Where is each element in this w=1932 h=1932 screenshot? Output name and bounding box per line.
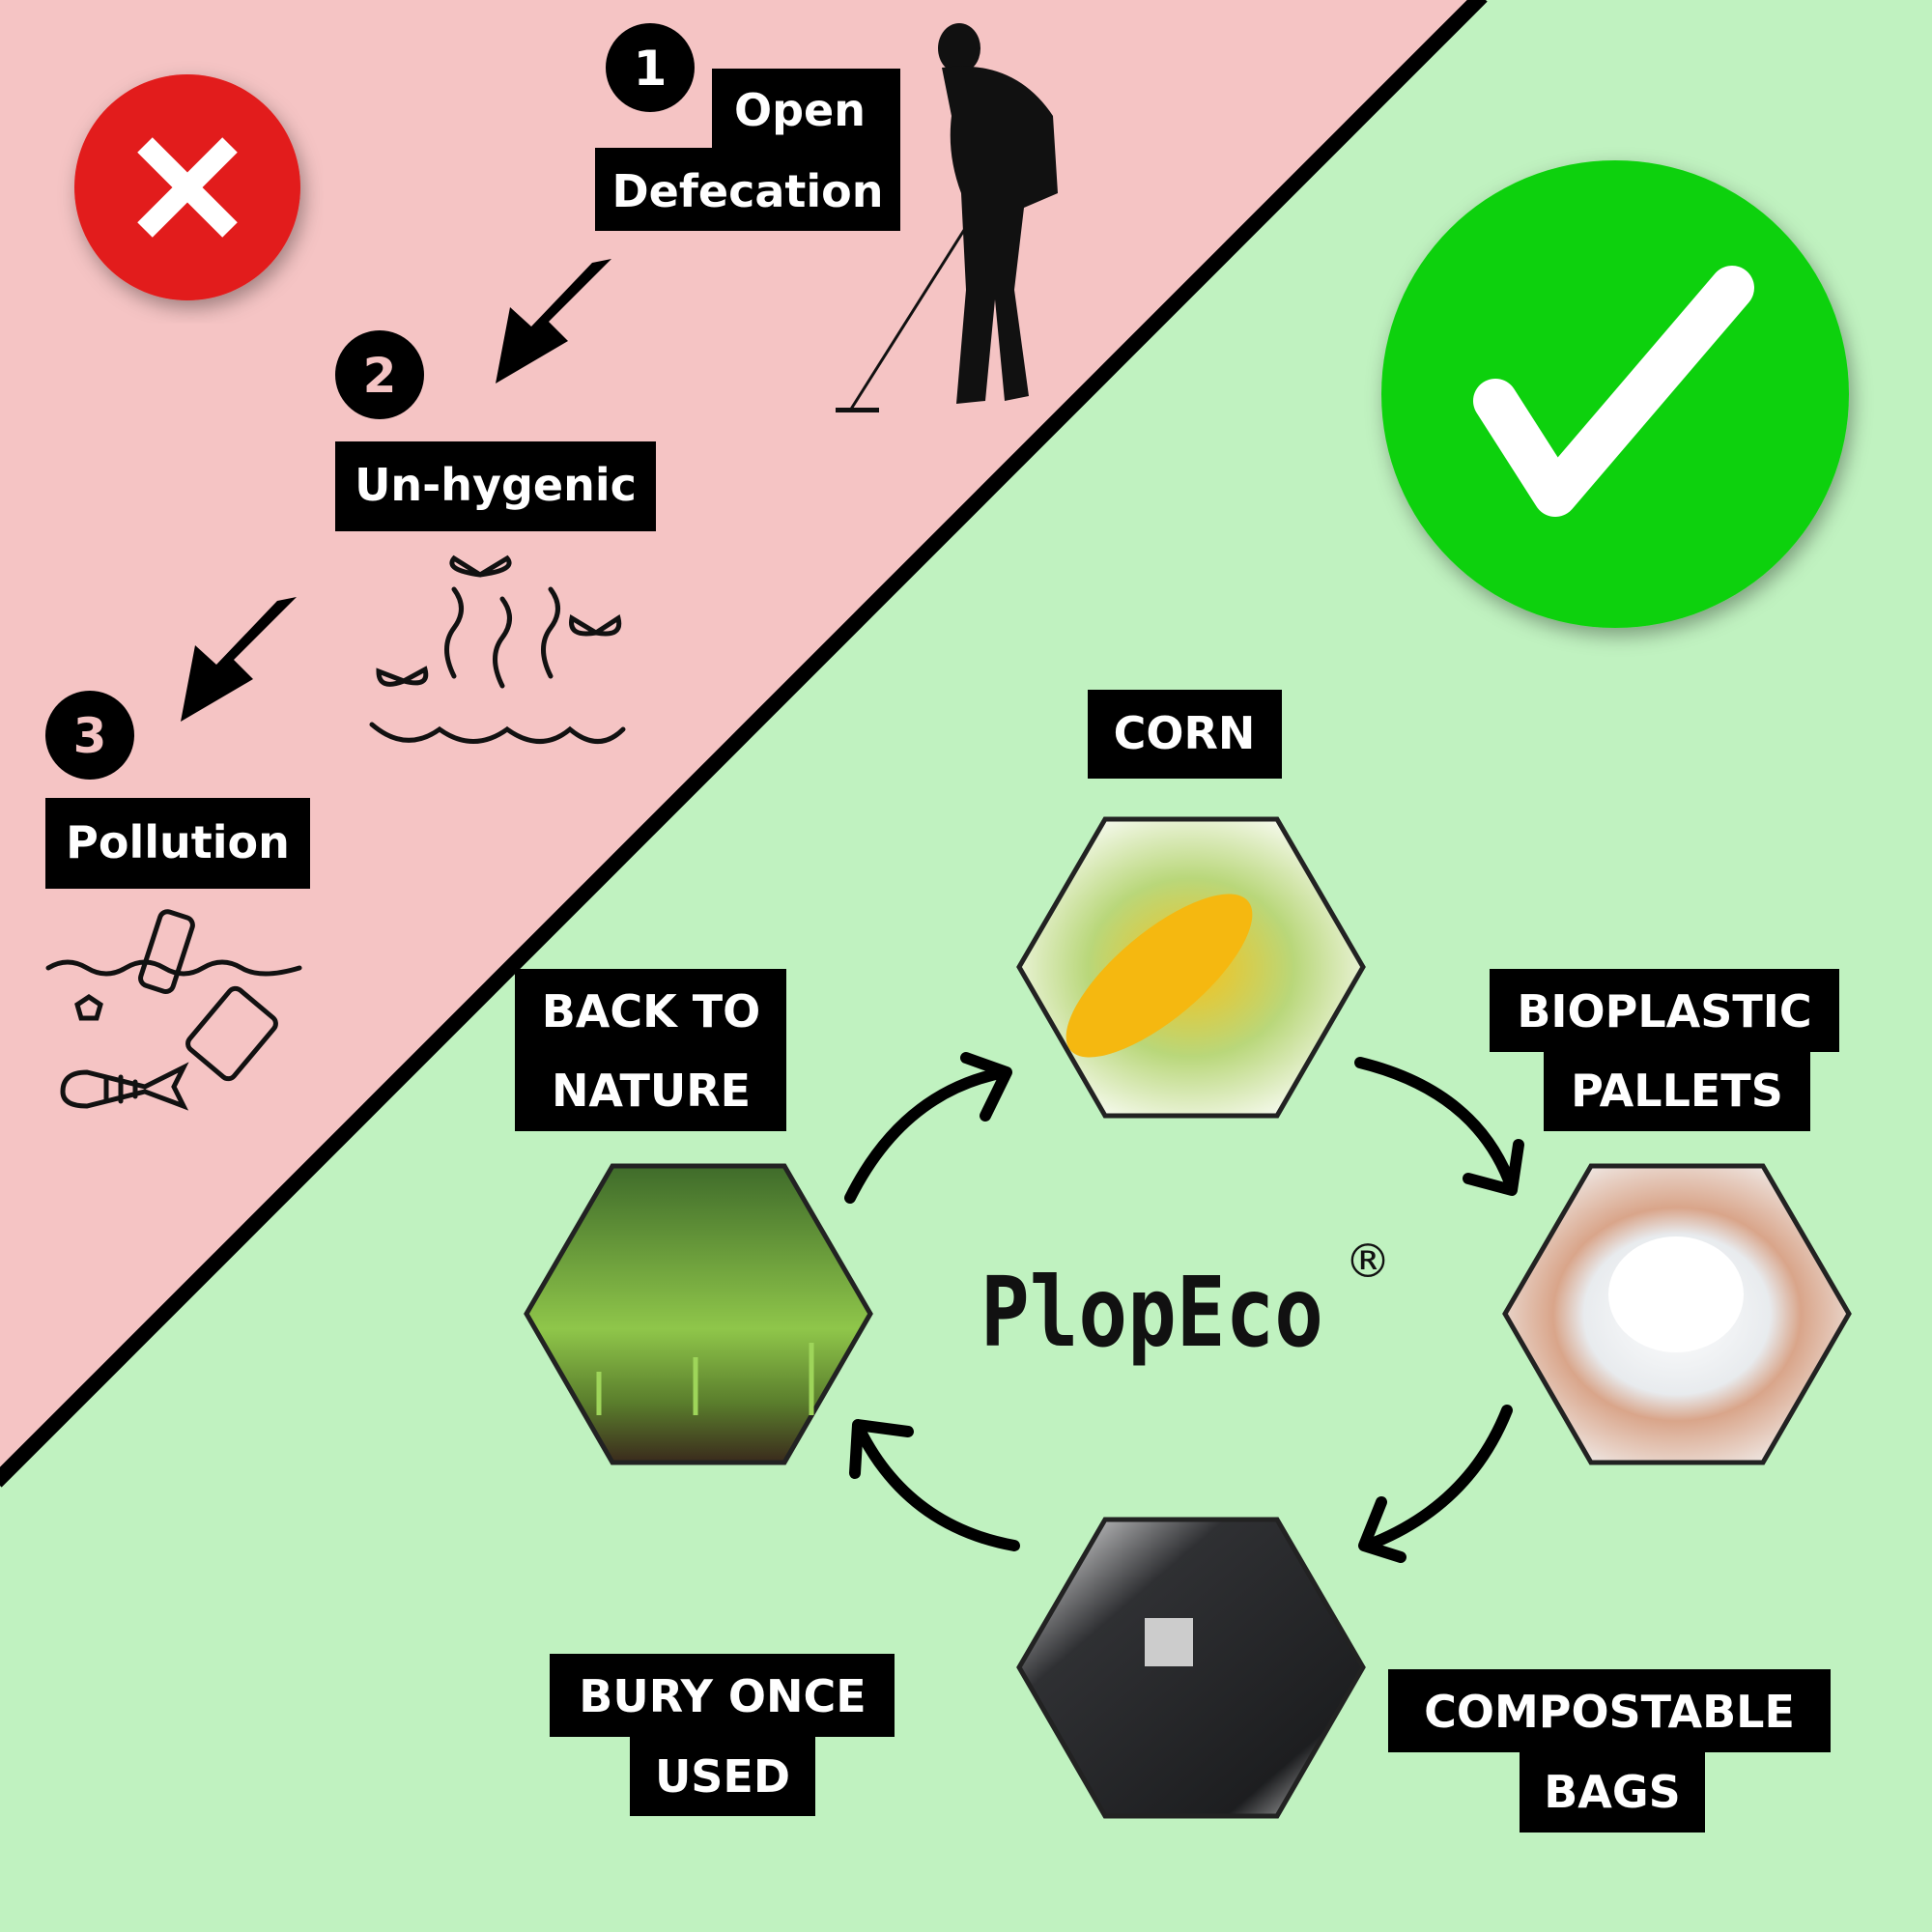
step-1: 1 Open Defecation [595, 23, 900, 231]
arrow-down-left-icon [496, 259, 611, 384]
svg-text:CORN: CORN [1114, 707, 1256, 759]
svg-text:USED: USED [655, 1750, 790, 1803]
arrow-icon [849, 1419, 914, 1479]
step-2: 2 Un-hygenic [335, 330, 656, 531]
bioplastic-pellets-image [1502, 1163, 1852, 1465]
plopeco-logo: PlopEco [980, 1256, 1323, 1369]
cross-icon [74, 74, 300, 300]
seedlings-image [524, 1163, 873, 1465]
step-label: Defecation [611, 165, 883, 217]
cycle-arrows [844, 1052, 1524, 1563]
step-label: Pollution [66, 816, 290, 868]
arrow-icon [844, 1066, 1010, 1204]
arrow-icon [1361, 1405, 1513, 1551]
svg-text:COMPOSTABLE: COMPOSTABLE [1424, 1686, 1795, 1738]
svg-text:BACK TO: BACK TO [542, 985, 761, 1037]
step-number: 2 [363, 348, 397, 404]
svg-text:NATURE: NATURE [552, 1065, 751, 1117]
label-back-to-nature: BACK TO NATURE [515, 969, 786, 1131]
label-bury-once-used: BURY ONCE USED [550, 1654, 895, 1816]
arrow-icon [1358, 1496, 1406, 1563]
step-number: 1 [634, 41, 668, 97]
svg-text:BAGS: BAGS [1544, 1766, 1681, 1818]
stink-flies-icon [369, 554, 626, 744]
svg-text:BURY ONCE: BURY ONCE [579, 1670, 866, 1722]
compostable-bags-image [1016, 1517, 1366, 1819]
step-3: 3 Pollution [45, 691, 310, 889]
step-number-badge [606, 23, 695, 112]
step-label: Un-hygenic [355, 459, 637, 511]
label-bioplastic-pallets: BIOPLASTIC PALLETS [1490, 969, 1839, 1131]
arrow-icon [1463, 1139, 1524, 1196]
svg-text:BIOPLASTIC: BIOPLASTIC [1517, 985, 1811, 1037]
arrow-icon [960, 1052, 1012, 1122]
corn-image [1016, 816, 1366, 1119]
person-silhouette-icon [836, 23, 1058, 412]
step-label: Open [734, 84, 866, 136]
arrow-icon [854, 1424, 1020, 1551]
check-icon [1381, 160, 1849, 628]
diagonal-divider [0, 0, 1488, 1488]
water-pollution-icon [45, 909, 302, 1111]
arrow-down-left-icon [181, 597, 297, 722]
label-corn: CORN [1088, 690, 1282, 779]
arrow-icon [1354, 1057, 1518, 1194]
label-compostable-bags: COMPOSTABLE BAGS [1388, 1669, 1831, 1833]
step-number: 3 [73, 708, 107, 764]
registered-mark: ® [1345, 1235, 1391, 1289]
svg-text:PALLETS: PALLETS [1571, 1065, 1783, 1117]
